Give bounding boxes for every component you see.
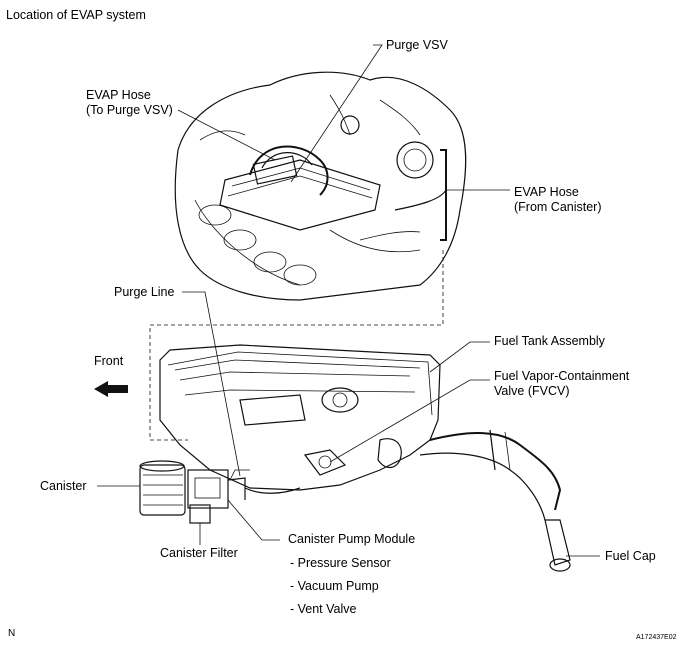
page-title: Location of EVAP system — [6, 8, 146, 22]
label-fvcv-line1: Fuel Vapor-Containment — [494, 369, 630, 383]
label-front: Front — [94, 354, 124, 368]
label-canister-pump-module: Canister Pump Module — [288, 532, 416, 546]
label-vacuum-pump: - Vacuum Pump — [290, 579, 379, 593]
label-purge-vsv: Purge VSV — [386, 38, 448, 52]
dashed-region-outline — [149, 250, 444, 441]
label-vent-valve: - Vent Valve — [290, 602, 357, 616]
label-evap-hose-from-canister-line2: (From Canister) — [514, 200, 602, 214]
label-canister: Canister — [40, 479, 87, 493]
fuel-tank-illustration — [159, 344, 571, 572]
figure-id: A172437E02 — [636, 634, 677, 641]
label-fvcv-line2: Valve (FVCV) — [494, 384, 570, 398]
engine-illustration — [174, 71, 467, 301]
label-purge-line: Purge Line — [114, 285, 175, 299]
label-fuel-tank-assembly: Fuel Tank Assembly — [494, 334, 605, 348]
canister-illustration — [139, 460, 246, 524]
label-pressure-sensor: - Pressure Sensor — [290, 556, 391, 570]
footer-left-code: N — [8, 628, 16, 639]
leader-lines — [97, 44, 600, 557]
front-arrow — [94, 381, 128, 397]
label-evap-hose-to-purge-vsv-line2: (To Purge VSV) — [86, 103, 173, 117]
label-canister-filter: Canister Filter — [160, 546, 238, 560]
label-fuel-cap: Fuel Cap — [605, 549, 656, 563]
label-evap-hose-from-canister-line1: EVAP Hose — [514, 185, 579, 199]
label-evap-hose-to-purge-vsv-line1: EVAP Hose — [86, 88, 151, 102]
